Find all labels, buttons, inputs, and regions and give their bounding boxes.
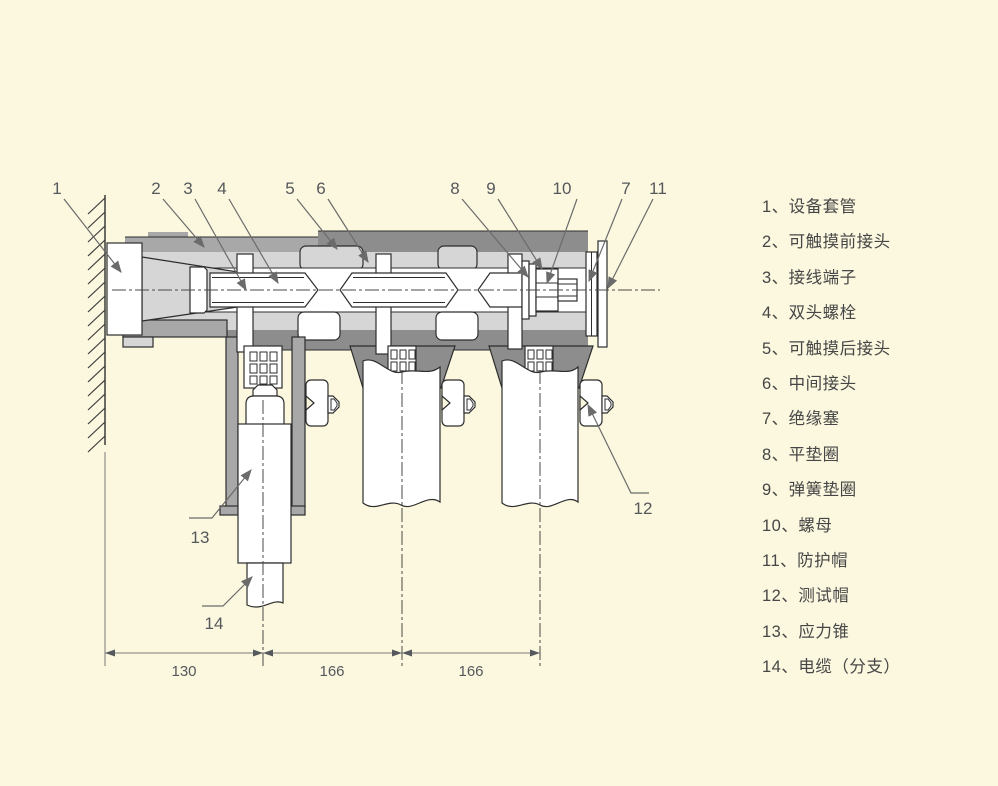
bushing-flange [106, 242, 143, 336]
callout-1: 1 [52, 179, 61, 198]
cable-plug-top [245, 395, 285, 427]
test-cap-1 [305, 379, 340, 427]
crimp-grid-1 [249, 351, 278, 385]
legend-item-3: 3、接线端子 [762, 268, 857, 287]
crimp-neck [252, 384, 278, 397]
joint-hump-top-1 [299, 245, 364, 271]
wall-hatching [87, 197, 106, 453]
legend-item-5: 5、可触摸后接头 [762, 339, 891, 358]
legend-item-7: 7、绝缘塞 [762, 410, 840, 429]
middle-connector-band [318, 231, 588, 252]
dim-166-a: 166 [319, 663, 344, 680]
legend-item-6: 6、中间接头 [762, 374, 857, 393]
callout-10: 10 [553, 179, 572, 198]
stress-cone [237, 423, 292, 564]
legend-item-2: 2、可触摸前接头 [762, 233, 891, 252]
callout-7: 7 [621, 179, 630, 198]
callout-9: 9 [486, 179, 495, 198]
callouts: 1 2 3 4 5 6 7 8 9 10 11 12 13 14 [52, 179, 667, 633]
callout-3: 3 [183, 179, 192, 198]
legend-item-13: 13、应力锥 [762, 622, 850, 641]
test-cap-2 [441, 379, 476, 427]
callout-4: 4 [217, 179, 226, 198]
protective-cap [597, 240, 608, 348]
dim-130: 130 [171, 663, 196, 680]
callout-5: 5 [285, 179, 294, 198]
legend-item-9: 9、弹簧垫圈 [762, 481, 857, 500]
branch1-wall-right [291, 336, 306, 508]
callout-13: 13 [191, 528, 210, 547]
test-cap-3 [579, 379, 614, 427]
right-end [585, 240, 608, 348]
joint-hump-bottom-1 [297, 311, 341, 341]
branch1-wall-left [225, 336, 239, 508]
callout-2: 2 [151, 179, 160, 198]
mounting-wall [87, 195, 106, 453]
joint-hump-bottom-2 [435, 311, 479, 341]
branch-1 [237, 345, 292, 608]
legend-item-11: 11、防护帽 [762, 551, 849, 570]
callout-11: 11 [649, 179, 667, 198]
callout-12: 12 [634, 499, 653, 518]
legend-item-4: 4、双头螺栓 [762, 304, 857, 323]
callout-8: 8 [450, 179, 459, 198]
dimension-group: 130 166 166 [105, 649, 540, 680]
legend-item-8: 8、平垫圈 [762, 445, 840, 464]
legend-item-1: 1、设备套管 [762, 198, 857, 216]
legend-item-10: 10、螺母 [762, 516, 833, 535]
joint-hump-top-2 [437, 245, 478, 271]
centerlines [104, 289, 660, 666]
legend-item-12: 12、测试帽 [762, 587, 850, 606]
dim-166-b: 166 [458, 663, 483, 680]
parts-legend: 1、设备套管 2、可触摸前接头 3、接线端子 4、双头螺栓 5、可触摸后接头 6… [762, 190, 994, 685]
callout-14: 14 [205, 614, 224, 633]
legend-item-14: 14、电缆（分支） [762, 658, 901, 677]
cable-branch-1 [246, 562, 284, 608]
callout-6: 6 [316, 179, 325, 198]
